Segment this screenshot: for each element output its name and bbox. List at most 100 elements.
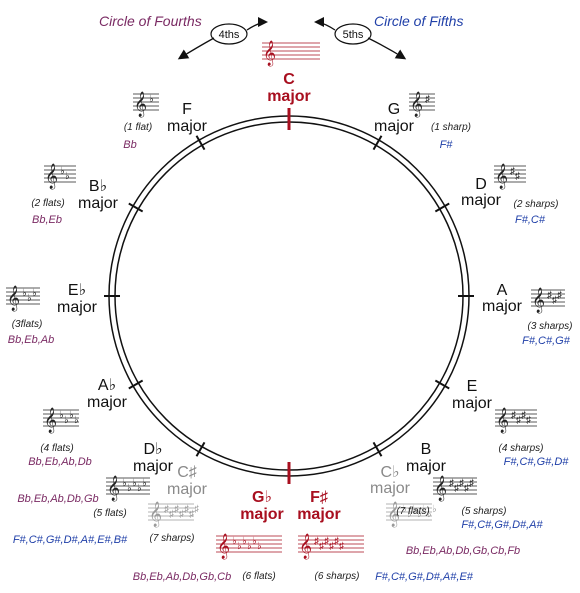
svg-text:♯: ♯	[515, 171, 520, 182]
key-d-name: D	[475, 176, 487, 193]
svg-text:♭: ♭	[27, 293, 32, 304]
svg-text:♭: ♭	[232, 536, 237, 547]
key-cb-count: (7 flats)	[396, 506, 429, 517]
svg-text:♯: ♯	[174, 504, 179, 515]
key-cs-name: C♯	[177, 464, 197, 481]
svg-text:♭: ♭	[422, 504, 427, 515]
svg-text:𝄞: 𝄞	[496, 407, 509, 433]
key-eb-name: E♭	[68, 282, 86, 299]
svg-text:♯: ♯	[469, 478, 474, 489]
svg-text:♯: ♯	[189, 509, 194, 520]
svg-text:♭: ♭	[74, 415, 79, 426]
key-eb-accidentals: Bb,Eb,Ab	[8, 334, 54, 346]
svg-text:𝄞: 𝄞	[45, 163, 58, 189]
svg-text:♭: ♭	[64, 415, 69, 426]
svg-text:♭: ♭	[257, 541, 262, 552]
svg-text:♭: ♭	[412, 504, 417, 515]
svg-text:♯: ♯	[510, 166, 515, 177]
key-d: D major (2 sharps) F#,C#	[461, 176, 559, 226]
treble-staff-icon: 𝄞♯♯♯♯♯♯	[298, 533, 364, 559]
ring-tick	[195, 135, 206, 151]
treble-staff-icon: 𝄞♯♯♯♯♯♯♯	[148, 501, 199, 527]
svg-text:♯: ♯	[454, 483, 459, 494]
key-db-word: major	[133, 458, 174, 475]
key-db-count: (5 flats)	[93, 508, 126, 519]
key-ab-count: (4 flats)	[40, 443, 73, 454]
key-ab-name: A♭	[98, 377, 116, 394]
svg-text:𝄞: 𝄞	[532, 287, 545, 313]
ring-tick	[195, 441, 206, 457]
svg-text:♯: ♯	[184, 504, 189, 515]
fourths-badge-label: 4ths	[219, 29, 240, 41]
svg-text:♭: ♭	[65, 171, 70, 182]
treble-staff-icon: 𝄞♯♯♯♯	[495, 407, 537, 433]
key-cs-accidentals: F#,C#,G#,D#,A#,E#,B#	[13, 534, 128, 546]
key-f-name: F	[182, 101, 192, 118]
ring-tick	[434, 202, 450, 213]
treble-staff-icon: 𝄞♭♭♭♭♭	[106, 475, 150, 501]
key-f-sharp: F♯ major (6 sharps) F#,C#,G#,D#,A#,E#	[297, 489, 474, 583]
svg-text:𝄞: 𝄞	[44, 407, 57, 433]
key-b-name: B	[421, 441, 432, 458]
key-e-count: (4 sharps)	[498, 443, 543, 454]
svg-text:𝄞: 𝄞	[107, 475, 120, 501]
key-f-accidentals: Bb	[123, 139, 136, 151]
svg-text:𝄞: 𝄞	[299, 533, 312, 559]
treble-staff-icon: 𝄞♭♭	[44, 163, 76, 189]
fifths-badge-label: 5ths	[343, 29, 364, 41]
key-ab-word: major	[87, 394, 128, 411]
svg-text:♭: ♭	[60, 166, 65, 177]
fifths-curved-arrow-icon	[367, 37, 407, 60]
circle-of-fifths-title: Circle of Fifths	[374, 13, 463, 29]
key-b-count: (5 sharps)	[461, 506, 506, 517]
svg-text:𝄞: 𝄞	[7, 285, 20, 311]
key-eb-word: major	[57, 299, 98, 316]
key-f: F major (1 flat) Bb	[123, 101, 207, 151]
ring-tick	[128, 379, 144, 390]
key-bb-accidentals: Bb,Eb	[32, 214, 62, 226]
svg-text:♯: ♯	[547, 290, 552, 301]
svg-text:𝄞: 𝄞	[149, 501, 162, 527]
key-bb-count: (2 flats)	[31, 198, 64, 209]
key-gb-accidentals: Bb,Eb,Ab,Db,Gb,Cb	[133, 571, 231, 583]
svg-text:♯: ♯	[521, 410, 526, 421]
key-c: C major	[267, 71, 311, 105]
treble-staff-icon: 𝄞♭♭♭	[6, 285, 40, 311]
svg-text:𝄞: 𝄞	[495, 163, 508, 189]
svg-text:♯: ♯	[464, 483, 469, 494]
key-gb-count: (6 flats)	[242, 571, 275, 582]
key-b-word: major	[406, 458, 447, 475]
key-d-count: (2 sharps)	[513, 199, 558, 210]
key-cs-count: (7 sharps)	[149, 533, 194, 544]
svg-text:♭: ♭	[59, 410, 64, 421]
ring-tick	[372, 135, 383, 151]
circle-ring	[108, 115, 470, 477]
key-c-flat: C♭ major (7 flats) Bb,Eb,Ab,Db,Gb,Cb,Fb	[370, 464, 520, 557]
svg-text:♯: ♯	[459, 478, 464, 489]
ring-tick	[372, 441, 383, 457]
svg-text:♯: ♯	[339, 541, 344, 552]
svg-text:♭: ♭	[22, 288, 27, 299]
fourths-arrow-feather-icon	[258, 17, 268, 27]
key-cs-word: major	[167, 481, 208, 498]
svg-text:♭: ♭	[149, 94, 154, 105]
key-g-word: major	[374, 118, 415, 135]
key-a-name: A	[497, 282, 508, 299]
key-b: B major (5 sharps) F#,C#,G#,D#,A#	[406, 441, 544, 531]
svg-text:𝄞: 𝄞	[387, 501, 400, 527]
ring-tick	[128, 202, 144, 213]
key-cb-accidentals: Bb,Eb,Ab,Db,Gb,Cb,Fb	[406, 545, 520, 557]
key-e-accidentals: F#,C#,G#,D#	[504, 456, 570, 468]
key-e-flat: E♭ major (3flats) Bb,Eb,Ab	[8, 282, 98, 346]
key-d-word: major	[461, 192, 502, 209]
treble-staff-icon: 𝄞♭♭♭♭	[43, 407, 79, 433]
fifths-arrow-feather-icon	[314, 17, 324, 27]
treble-staff-icon: 𝄞♭♭♭♭♭♭	[216, 533, 282, 559]
svg-text:♯: ♯	[516, 415, 521, 426]
key-a-accidentals: F#,C#,G#	[522, 335, 571, 347]
svg-text:♯: ♯	[164, 504, 169, 515]
key-g-count: (1 sharp)	[431, 122, 471, 133]
key-ab-accidentals: Bb,Eb,Ab,Db	[28, 456, 92, 468]
svg-text:♯: ♯	[557, 290, 562, 301]
